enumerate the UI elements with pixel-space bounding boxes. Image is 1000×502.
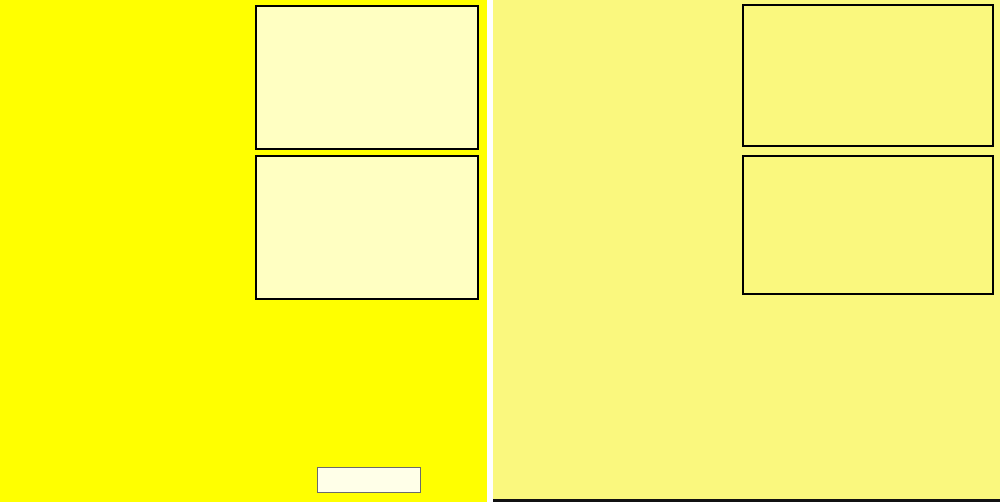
boxed-pair-frame-ta (255, 5, 479, 150)
boxed-pair-frame-011 (742, 155, 994, 295)
pair-c-g-bottom (248, 300, 488, 454)
pair-010 (494, 4, 739, 151)
pair-011-boxed (747, 159, 989, 291)
pair-110 (744, 306, 994, 456)
boxed-pair-frame-cg (255, 155, 479, 300)
boxed-pair-frame-101 (742, 4, 994, 147)
purines-pyrimidines-panel (493, 0, 1000, 502)
pair-a-t (4, 2, 244, 156)
pair-g-c-bottom (4, 300, 244, 454)
pair-001 (494, 306, 739, 453)
pair-g-c (4, 156, 244, 300)
pair-100 (494, 156, 739, 303)
pair-c-g-boxed (260, 159, 474, 287)
pair-101-boxed (747, 8, 989, 143)
four-dna-bases-label (317, 467, 421, 493)
panel-divider (487, 0, 493, 502)
pair-t-a-boxed (260, 9, 474, 146)
